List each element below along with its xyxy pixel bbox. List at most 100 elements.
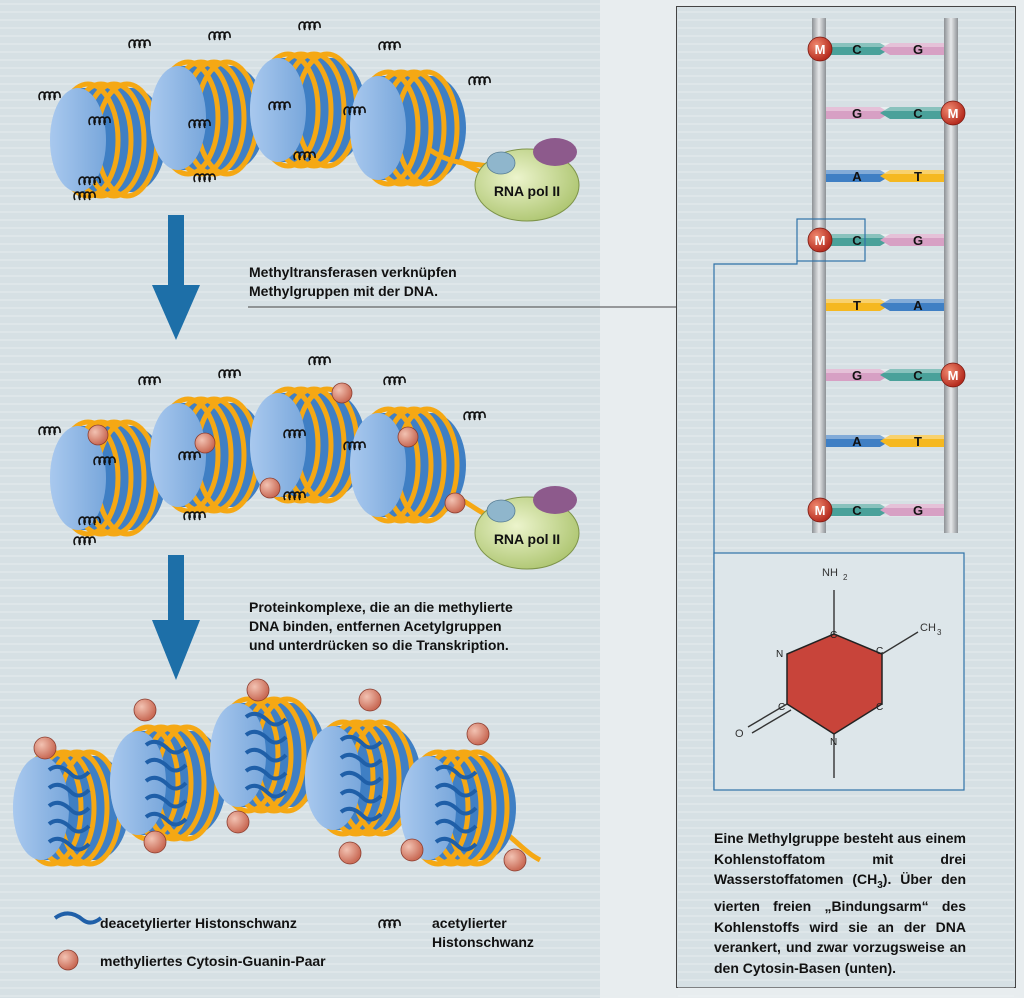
base-label-right: C [913, 106, 923, 121]
methyl-ball [87, 424, 109, 446]
bond-o [747, 703, 788, 728]
deacetylated-tail [434, 764, 478, 780]
rna-pol-ii: RNA pol II [474, 486, 580, 570]
methyl-marker-label: M [815, 233, 826, 248]
nucleosome [50, 419, 166, 537]
deacetylated-tail [244, 765, 288, 781]
acetylated-tail [383, 376, 406, 386]
ladder-rail-left [812, 18, 826, 533]
deacetylated-tail [144, 757, 188, 773]
base-label-right: G [913, 503, 923, 518]
acetylated-tail [128, 39, 151, 49]
deacetylated-tail [144, 793, 188, 809]
legend-acetylated-line1: acetylierter [432, 915, 507, 931]
bond-o2 [751, 709, 792, 734]
base-A [826, 435, 890, 447]
acetylated-tail [183, 511, 206, 521]
base-label-right: C [913, 368, 923, 383]
nucleosome [350, 69, 466, 187]
base-C [880, 369, 944, 381]
atom-c: C [830, 630, 837, 641]
deacetylated-tail [434, 800, 478, 816]
step2-line1: Proteinkomplexe, die an die methylierte [249, 599, 513, 615]
legend-methylated: methyliertes Cytosin-Guanin-Paar [100, 953, 326, 969]
acetylated-tail [298, 21, 321, 31]
acetylated-tail [343, 441, 366, 451]
acetylated-tail [208, 31, 231, 41]
base-C [826, 43, 890, 55]
rna-pol-label: RNA pol II [494, 531, 560, 547]
methyl-ball [33, 736, 57, 760]
acetylated-tail [93, 456, 116, 466]
acetylated-tail [88, 116, 111, 126]
highlight-box [796, 218, 866, 262]
deacetylated-tail [339, 734, 383, 750]
base-label-left: A [852, 169, 862, 184]
nucleosome-face-light [400, 756, 456, 860]
deacetylated-tail [47, 764, 91, 780]
base-label-left: T [853, 298, 861, 313]
methyl-ball [338, 841, 362, 865]
step2-line3: und unterdrücken so die Transkription. [249, 637, 509, 653]
caption-part1: Eine Methylgruppe besteht aus einem Kohl… [714, 830, 966, 887]
base-label-right: T [914, 434, 922, 449]
deacetylated-tail [47, 836, 91, 852]
base-C [880, 107, 944, 119]
methyl-ball [259, 477, 281, 499]
methyl-ball [194, 432, 216, 454]
acetylated-tail [308, 356, 331, 366]
label-nh2: NH [822, 567, 838, 579]
base-label-left: A [852, 434, 862, 449]
base-highlight [826, 435, 944, 439]
caption-sub: 3 [877, 879, 883, 891]
down-arrow-1 [152, 215, 200, 340]
base-G [880, 234, 944, 246]
methyl-ball [444, 492, 466, 514]
base-label-right: G [913, 42, 923, 57]
methyl-marker [940, 100, 966, 126]
step2-text: Proteinkomplexe, die an die methylierte … [249, 598, 513, 655]
base-label-left: G [852, 106, 862, 121]
atom-o: O [735, 728, 744, 740]
deacetylated-tail [47, 800, 91, 816]
label-ch3-sub: 3 [937, 628, 942, 637]
label-ch3: CH [920, 622, 936, 634]
nucleosome-face-light [250, 393, 306, 497]
nucleosome [110, 724, 226, 842]
deacetylated-tail [144, 775, 188, 791]
label-nh2-sub: 2 [843, 573, 848, 582]
deacetylated-tail [244, 747, 288, 763]
base-T [880, 170, 944, 182]
rna-pol-label: RNA pol II [494, 183, 560, 199]
base-highlight [826, 299, 944, 303]
deacetylated-tail [434, 836, 478, 852]
right-panel [676, 6, 1016, 988]
nucleosome-face-light [50, 426, 106, 530]
acetylated-tail [283, 429, 306, 439]
deacetylated-tail [339, 770, 383, 786]
deacetylated-tail [339, 806, 383, 822]
nucleosome [210, 696, 326, 814]
acetylated-tail [468, 76, 491, 86]
acetylated-tail [268, 101, 291, 111]
nucleosome-face-light [150, 403, 206, 507]
nucleosome-face-light [110, 731, 166, 835]
deacetylated-tail [434, 818, 478, 834]
deacetylated-tail [144, 811, 188, 827]
rna-pol-small [486, 151, 516, 175]
base-label-left: G [852, 368, 862, 383]
deacetylated-tail [47, 818, 91, 834]
methyl-caption: Eine Methylgruppe besteht aus einem Kohl… [714, 828, 966, 978]
deacetylated-tail [339, 788, 383, 804]
stage-3 [13, 678, 542, 872]
methyl-ball [466, 722, 490, 746]
step1-line2: Methylgruppen mit der DNA. [249, 283, 439, 299]
base-label-right: T [914, 169, 922, 184]
